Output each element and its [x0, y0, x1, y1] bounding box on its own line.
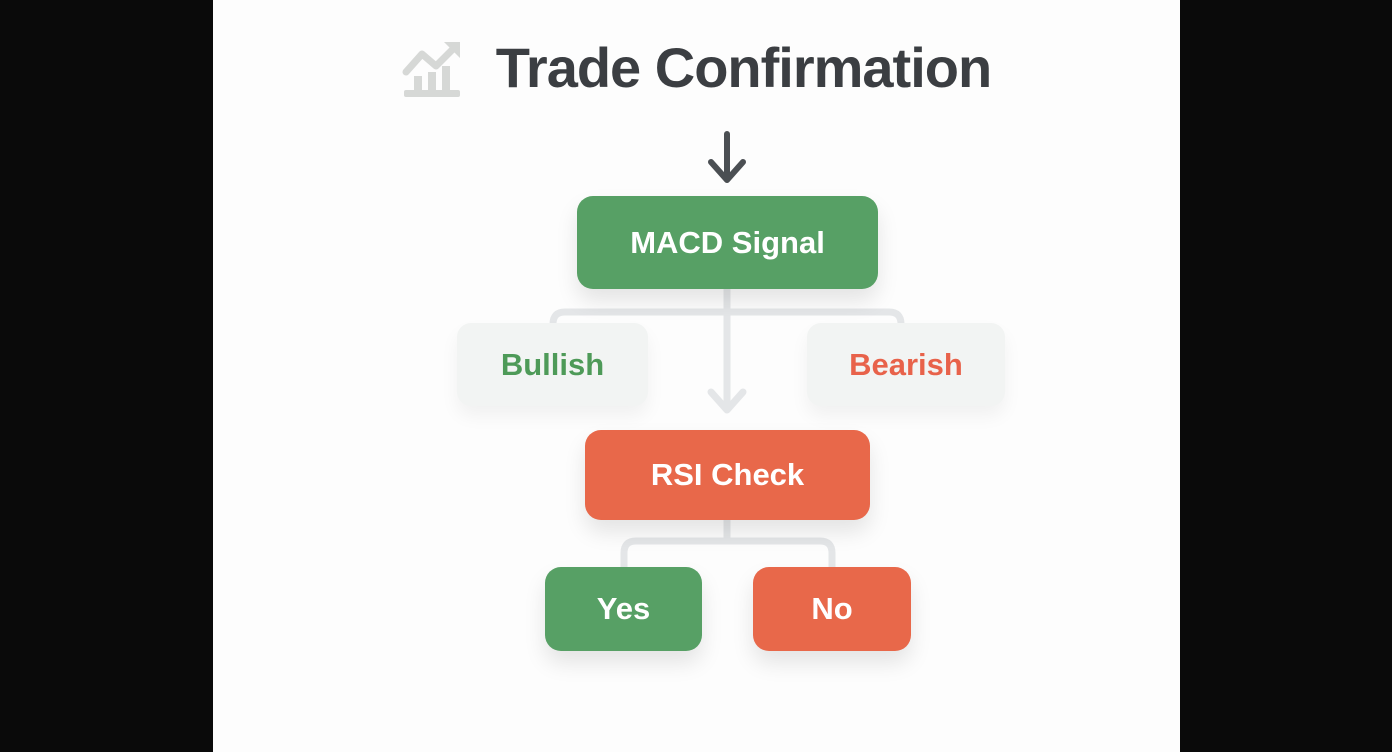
- flowchart-node-no: No: [753, 567, 911, 651]
- trending-up-chart-icon: [402, 42, 460, 97]
- page-title: Trade Confirmation: [495, 36, 992, 99]
- flowchart-node-bearish: Bearish: [807, 323, 1005, 406]
- node-label: Bullish: [500, 346, 605, 382]
- edge-macd-to-rsi-arrowhead: [707, 388, 747, 414]
- flowchart-node-macd-signal: MACD Signal: [577, 196, 878, 289]
- diagram-canvas: Trade Confirmation MACD Signal Bullish B…: [213, 0, 1180, 752]
- node-label: RSI Check: [650, 457, 805, 492]
- edge-rsi-branch: [620, 537, 836, 572]
- flowchart-node-rsi-check: RSI Check: [585, 430, 870, 520]
- edge-title-to-macd: [708, 131, 746, 183]
- flowchart-node-yes: Yes: [545, 567, 702, 651]
- node-label: Bearish: [849, 346, 963, 382]
- node-label: MACD Signal: [630, 224, 825, 260]
- node-label: No: [811, 591, 853, 626]
- flowchart-node-bullish: Bullish: [457, 323, 648, 406]
- header: Trade Confirmation: [213, 38, 1180, 98]
- node-label: Yes: [596, 591, 651, 626]
